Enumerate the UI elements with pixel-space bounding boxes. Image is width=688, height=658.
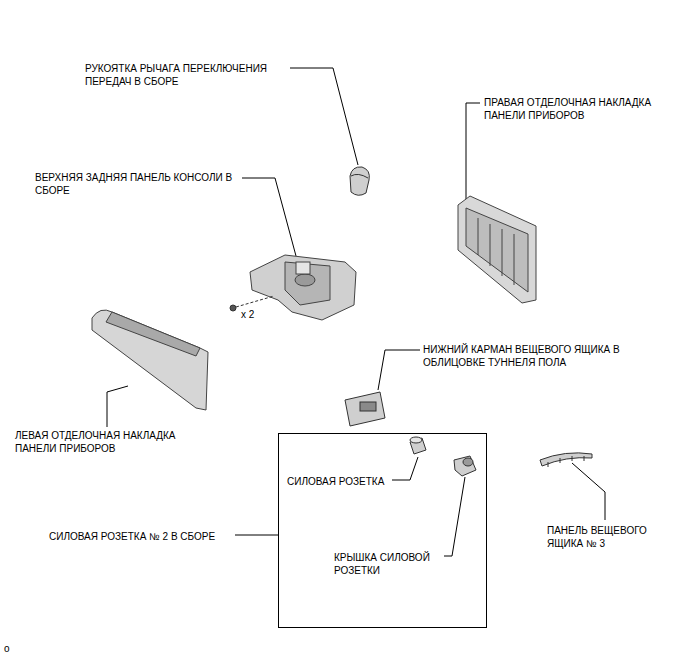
part-label: РУКОЯТКА РЫЧАГА ПЕРЕКЛЮЧЕНИЯ ПЕРЕДАЧ В С… — [85, 62, 295, 88]
kit-bracket-box: СИЛОВАЯ РОЗЕТКА № 2 В СБОРЕСИЛОВАЯ РОЗЕТ… — [278, 433, 487, 628]
leader-line — [235, 535, 278, 536]
leader-line — [444, 477, 465, 556]
quantity-note: x 2 — [241, 308, 254, 321]
glove-box-panel — [540, 453, 592, 467]
lower-pocket — [345, 392, 385, 426]
part-label: ЛЕВАЯ ОТДЕЛОЧНАЯ НАКЛАДКА ПАНЕЛИ ПРИБОРО… — [15, 429, 205, 455]
screw — [230, 296, 274, 311]
leader-line — [107, 386, 128, 427]
part-label: СИЛОВАЯ РОЗЕТКА — [287, 475, 384, 488]
part-label: ВЕРХНЯЯ ЗАДНЯЯ ПАНЕЛЬ КОНСОЛИ В СБОРЕ — [35, 171, 243, 197]
part-label: СИЛОВАЯ РОЗЕТКА № 2 В СБОРЕ — [49, 530, 215, 543]
part-label: КРЫШКА СИЛОВОЙ РОЗЕТКИ — [334, 551, 446, 577]
leader-line — [572, 463, 605, 520]
part-label: ПАНЕЛЬ ВЕЩЕВОГО ЯЩИКА № 3 — [547, 524, 665, 550]
part-label: ПРАВАЯ ОТДЕЛОЧНАЯ НАКЛАДКА ПАНЕЛИ ПРИБОР… — [484, 96, 679, 122]
leader-line — [466, 103, 480, 200]
left-trim-panel — [92, 310, 208, 410]
leader-line — [392, 457, 418, 480]
shift-knob — [350, 167, 369, 195]
corner-mark: o — [4, 642, 10, 655]
part-label: НИЖНИЙ КАРМАН ВЕЩЕВОГО ЯЩИКА В ОБЛИЦОВКЕ… — [423, 343, 668, 369]
right-trim-panel — [458, 196, 536, 303]
outlet-cover — [454, 456, 476, 476]
leader-line — [290, 68, 358, 165]
leader-line — [378, 350, 420, 390]
leader-line — [242, 178, 296, 256]
power-outlet — [410, 437, 426, 454]
console-panel — [250, 255, 356, 320]
